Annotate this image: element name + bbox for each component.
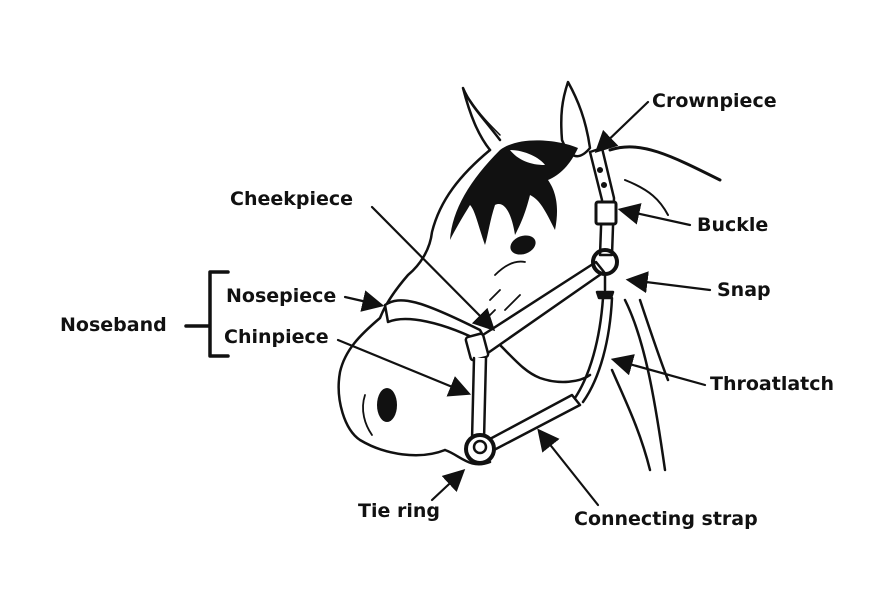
snap [595, 272, 615, 300]
chinpiece-strap [470, 356, 488, 442]
right-ear [560, 80, 592, 158]
label-nosepiece: Nosepiece [226, 285, 337, 307]
eye [510, 235, 536, 255]
nostril [377, 388, 397, 422]
label-buckle: Buckle [697, 214, 769, 236]
connecting-strap-arrow [537, 428, 600, 507]
buckle [594, 200, 618, 226]
left-ear [461, 86, 502, 152]
label-throatlatch: Throatlatch [710, 373, 835, 395]
buckle-arrow [617, 203, 692, 227]
label-connecting-strap: Connecting strap [574, 508, 758, 530]
connecting-strap [486, 393, 582, 452]
nosepiece-arrow [343, 290, 385, 312]
head-outline [337, 148, 492, 457]
noseband-bracket [184, 270, 230, 358]
label-chinpiece: Chinpiece [224, 326, 329, 348]
throatlatch-arrow [610, 354, 707, 387]
snap-arrow [625, 271, 712, 294]
label-snap: Snap [717, 279, 771, 301]
label-cheekpiece: Cheekpiece [230, 188, 354, 210]
tie-ring-arrow [430, 468, 466, 502]
label-noseband: Noseband [60, 314, 167, 336]
cheekpiece-arrow [370, 205, 496, 332]
chinpiece-arrow [336, 338, 472, 397]
label-tie-ring: Tie ring [358, 500, 440, 522]
label-crownpiece: Crownpiece [652, 90, 777, 112]
forelock [450, 140, 578, 245]
throatlatch-strap [573, 296, 614, 404]
crownpiece-arrow [594, 100, 650, 154]
cheekpiece-strap [473, 260, 606, 357]
